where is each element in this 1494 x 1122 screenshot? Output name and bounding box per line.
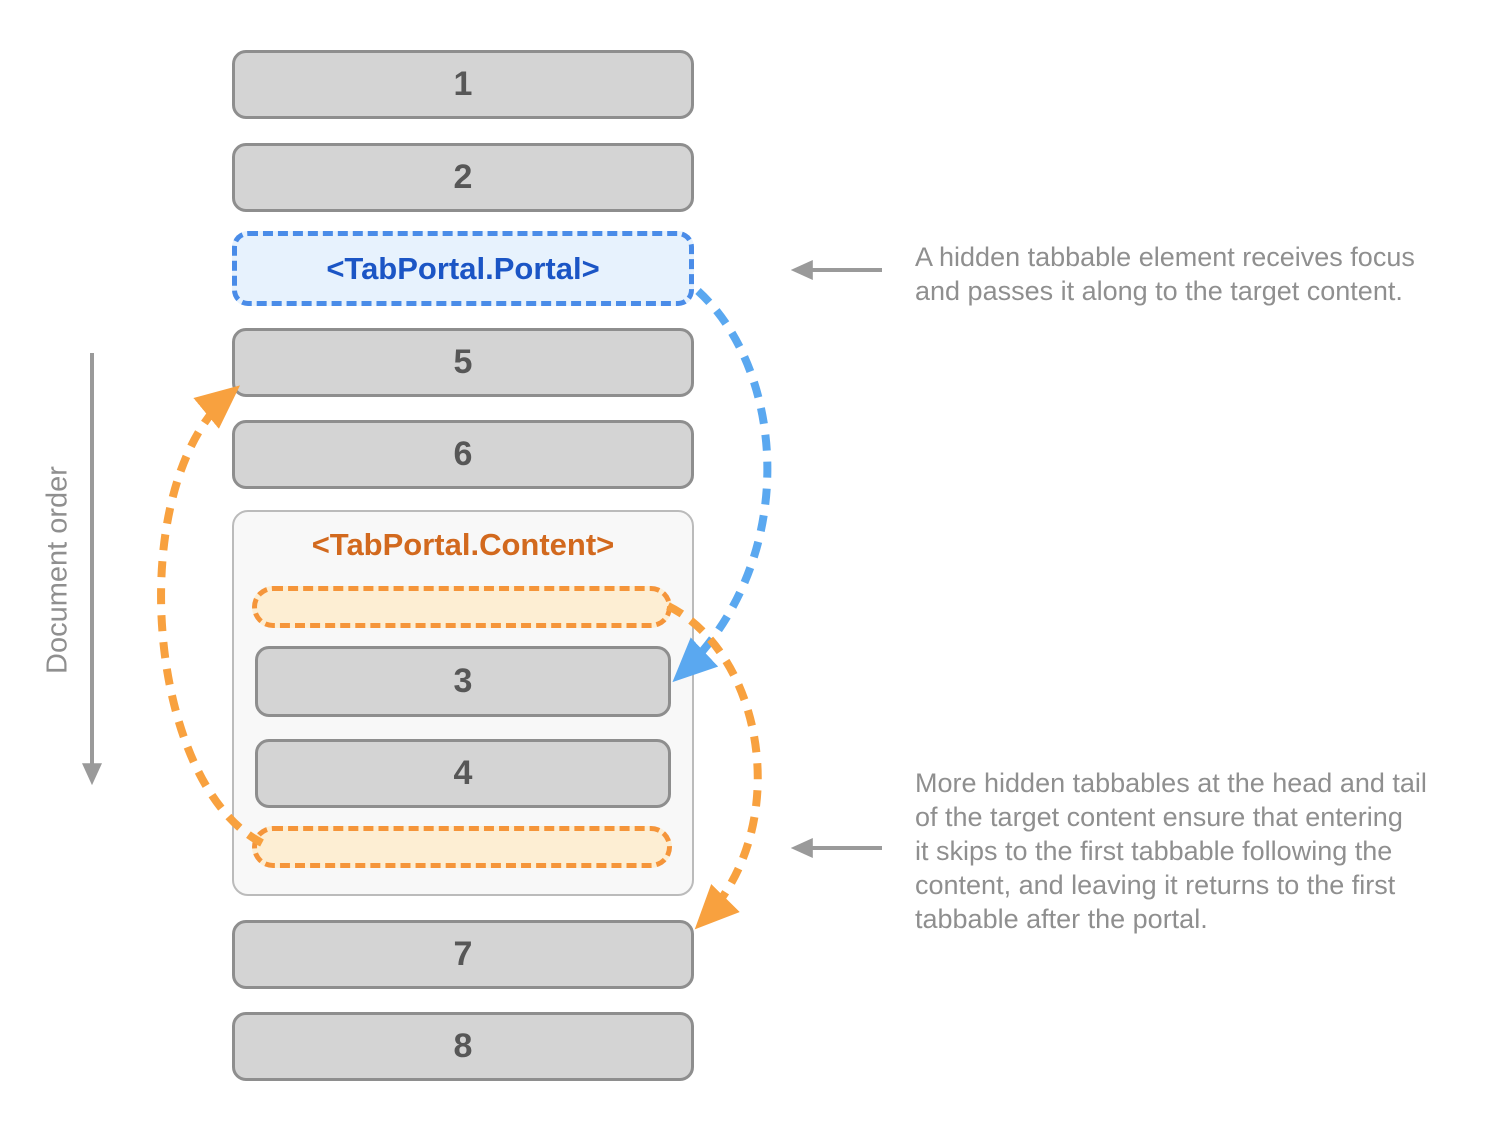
tabbable-box-8: 8 bbox=[232, 1012, 694, 1081]
hidden-tabbable-tail-bar bbox=[252, 826, 672, 868]
tabbable-box-2: 2 bbox=[232, 143, 694, 212]
content-annotation: More hidden tabbables at the head and ta… bbox=[915, 766, 1427, 936]
annotation-line: content, and leaving it returns to the f… bbox=[915, 870, 1396, 900]
tabportal-content-label: <TabPortal.Content> bbox=[311, 527, 615, 562]
document-order-label: Document order bbox=[41, 466, 74, 674]
tabbable-box-7: 7 bbox=[232, 920, 694, 989]
annotation-line: A hidden tabbable element receives focus bbox=[915, 242, 1415, 272]
tabbable-box-6: 6 bbox=[232, 420, 694, 489]
annotation-line: and passes it along to the target conten… bbox=[915, 276, 1403, 306]
hidden-tabbable-head-bar bbox=[252, 586, 672, 628]
tabportal-portal-box: <TabPortal.Portal> bbox=[232, 231, 694, 306]
tabbable-box-1: 1 bbox=[232, 50, 694, 119]
tabbable-box-3: 3 bbox=[255, 646, 671, 717]
annotation-line: tabbable after the portal. bbox=[915, 904, 1208, 934]
tabportal-portal-label: <TabPortal.Portal> bbox=[326, 250, 600, 286]
tabbable-box-5: 5 bbox=[232, 328, 694, 397]
annotation-line: it skips to the first tabbable following… bbox=[915, 836, 1393, 866]
tabbable-box-4: 4 bbox=[255, 739, 671, 808]
annotation-line: More hidden tabbables at the head and ta… bbox=[915, 768, 1427, 798]
portal-annotation: A hidden tabbable element receives focus… bbox=[915, 240, 1415, 308]
annotation-line: of the target content ensure that enteri… bbox=[915, 802, 1403, 832]
